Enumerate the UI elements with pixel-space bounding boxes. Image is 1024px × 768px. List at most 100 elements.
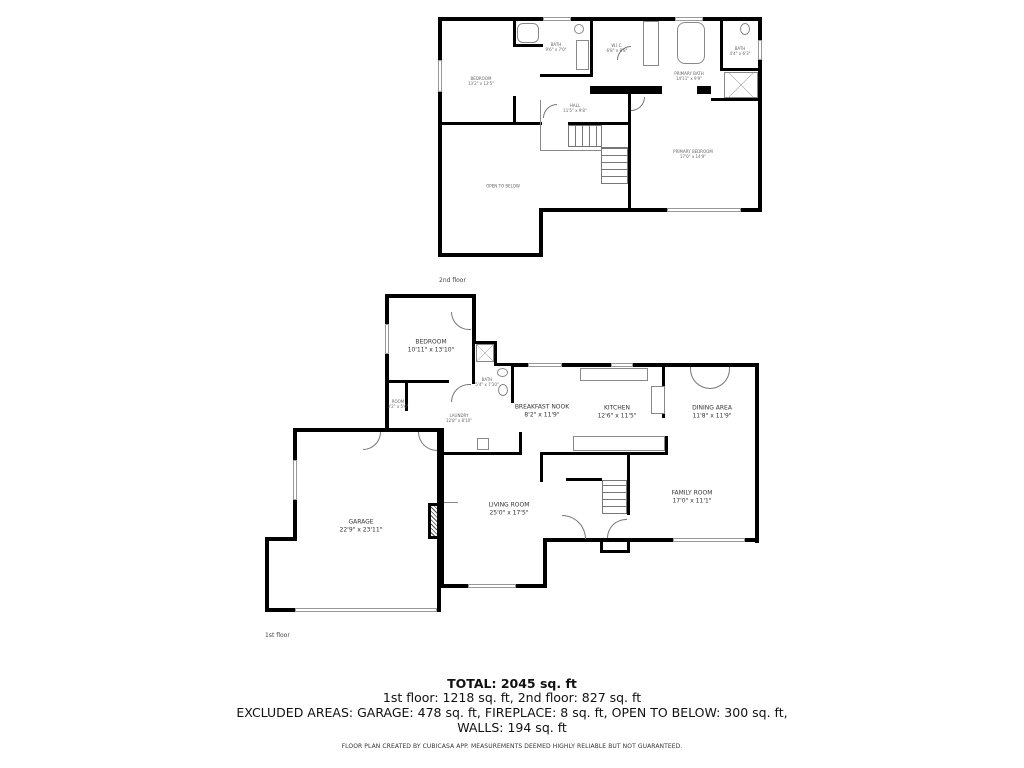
room-dims: 25'0" x 17'5" — [489, 509, 529, 516]
wall — [385, 294, 476, 298]
room-name: BATH — [550, 42, 562, 47]
floor-label: 1st floor — [265, 632, 290, 639]
toilet — [497, 368, 508, 377]
room-name: GARAGE — [348, 518, 374, 526]
kitchen-counter — [580, 368, 648, 381]
room-name: LAUNDRY — [449, 413, 469, 418]
wall — [519, 432, 522, 455]
wall — [543, 538, 758, 542]
wall — [590, 17, 593, 77]
wall — [511, 363, 759, 367]
wall — [441, 452, 521, 455]
wall — [265, 537, 297, 541]
vanity — [643, 21, 659, 66]
room-dims: 5'4" x 7'10" — [475, 382, 499, 387]
shower — [476, 344, 494, 362]
window — [385, 324, 389, 354]
excluded-areas: EXCLUDED AREAS: GARAGE: 478 sq. ft, FIRE… — [236, 705, 788, 720]
sink — [498, 384, 508, 396]
door[interactable] — [543, 104, 557, 118]
wall — [293, 428, 441, 432]
wall — [720, 68, 760, 71]
window — [293, 460, 297, 500]
wall — [472, 344, 475, 384]
room-dims: 12'8" x 8'10" — [445, 418, 473, 423]
door[interactable] — [607, 519, 627, 538]
stove — [651, 386, 665, 414]
room-dims: 22'9" x 23'11" — [339, 526, 383, 533]
room-dims: 6'8" x 8'8" — [606, 48, 628, 53]
wall — [540, 452, 543, 482]
staircase — [568, 125, 602, 147]
room-dims: 17'0" x 11'1" — [672, 497, 712, 504]
window — [543, 17, 571, 21]
wall — [438, 17, 762, 21]
room-name: BEDROOM — [415, 338, 447, 346]
wall — [513, 96, 516, 124]
door[interactable] — [418, 432, 437, 451]
room-name: FAMILY ROOM — [671, 489, 713, 497]
room-name: DINING AREA — [692, 404, 732, 412]
wall — [437, 428, 441, 612]
wall — [494, 363, 514, 366]
room-dims: 10'11" x 13'10" — [407, 346, 455, 353]
door[interactable] — [451, 312, 471, 330]
wall — [628, 94, 631, 210]
door[interactable] — [363, 432, 381, 450]
wall — [697, 86, 711, 94]
hearth — [444, 502, 458, 503]
door[interactable] — [631, 97, 645, 111]
floor-areas: 1st floor: 1218 sq. ft, 2nd floor: 827 s… — [382, 690, 642, 705]
wall — [513, 17, 516, 46]
wall — [438, 17, 442, 257]
french-door[interactable] — [690, 367, 730, 389]
room-dims: 12'6" x 11'5" — [597, 412, 637, 419]
wall — [627, 452, 630, 515]
room-name: BREAKFAST NOOK — [514, 403, 570, 411]
wall — [405, 383, 408, 411]
room-dims: 11'5" x 9'8" — [563, 108, 587, 113]
window — [673, 538, 745, 542]
wall — [627, 538, 630, 553]
room-dims: 17'0" x 14'9" — [679, 154, 707, 159]
bathtub — [677, 22, 705, 64]
walls-area: WALLS: 194 sq. ft — [457, 720, 567, 735]
room-dims: 13'2" x 13'5" — [467, 81, 495, 86]
door[interactable] — [451, 384, 471, 402]
room-dims: 3'2" x 5'6" — [387, 404, 409, 409]
room-name: BATH — [481, 377, 493, 382]
staircase — [601, 147, 628, 184]
room-name: KITCHEN — [604, 404, 630, 412]
garage-door[interactable] — [295, 608, 437, 612]
room-name: HALL — [569, 103, 581, 108]
room-name: PRIMARY BEDROOM — [673, 149, 713, 154]
fireplace — [428, 503, 444, 539]
wall — [511, 363, 514, 403]
door[interactable] — [617, 46, 631, 60]
disclaimer: FLOOR PLAN CREATED BY CUBICASA APP. MEAS… — [341, 743, 683, 750]
vanity — [576, 40, 589, 70]
wall — [540, 452, 668, 455]
room-name: ROOM — [391, 399, 405, 404]
wall — [568, 122, 630, 125]
toilet — [740, 23, 750, 35]
wall — [494, 341, 497, 366]
wall — [539, 208, 543, 257]
wall — [438, 122, 542, 125]
window — [667, 208, 741, 212]
door[interactable] — [562, 515, 586, 539]
shower — [724, 72, 758, 98]
room-label: W.I.C.6'8" x 8'8" — [607, 43, 628, 53]
wall — [600, 550, 630, 553]
floor-label: 2nd floor — [439, 277, 466, 284]
